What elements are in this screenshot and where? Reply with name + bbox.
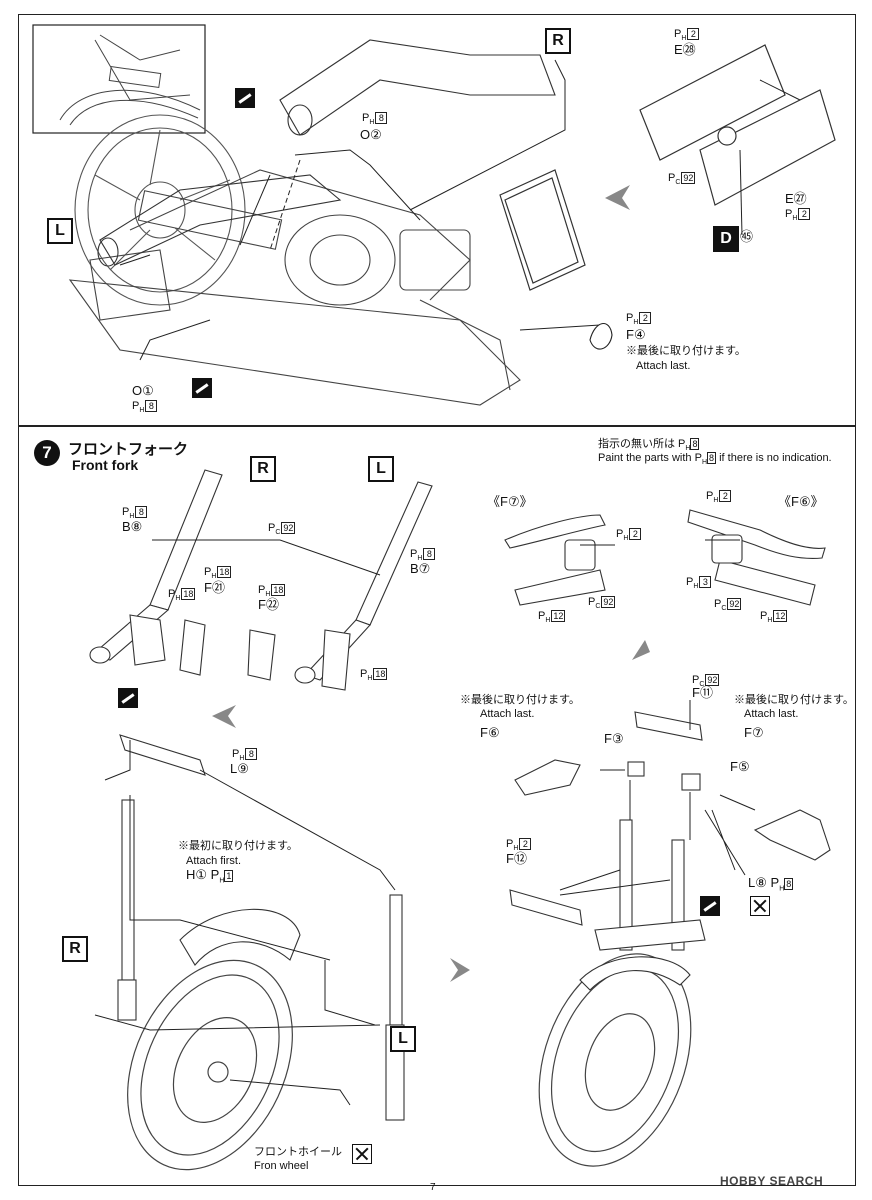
no-paint-icon bbox=[352, 1144, 372, 1164]
lever-f6 bbox=[687, 509, 826, 606]
part-label: O① bbox=[132, 383, 154, 398]
step-title-jp: フロントフォーク bbox=[68, 441, 189, 458]
front-wheel bbox=[127, 959, 293, 1171]
right-side-tag: R bbox=[545, 28, 571, 54]
lower-bracket bbox=[119, 734, 206, 776]
wheel-label-en: Fron wheel bbox=[254, 1160, 309, 1172]
direction-arrow bbox=[212, 705, 236, 728]
top-assembly-panel bbox=[18, 14, 856, 426]
lever-f7 bbox=[504, 514, 606, 606]
left-side-tag: L bbox=[390, 1026, 416, 1052]
part-label: F⑫ bbox=[506, 851, 527, 866]
part-label: L⑧ PH8 bbox=[748, 875, 794, 893]
radiator-cap bbox=[589, 323, 613, 350]
part-label: O② bbox=[360, 127, 382, 142]
no-paint-icon bbox=[750, 896, 770, 916]
fork-assembled-right bbox=[117, 799, 137, 1021]
radiator-center bbox=[499, 169, 586, 291]
part-label: F⑪ bbox=[692, 685, 713, 700]
step-title-en: Front fork bbox=[72, 457, 139, 473]
detail-inset bbox=[32, 24, 206, 134]
right-muffler bbox=[279, 39, 556, 136]
part-label: F③ bbox=[604, 731, 624, 746]
attach-note: Attach last. bbox=[480, 708, 535, 720]
attach-note: ※最後に取り付けます。 bbox=[734, 694, 854, 706]
cement-icon bbox=[235, 88, 255, 108]
fork-assembled-final bbox=[579, 819, 706, 991]
rear-wheel bbox=[74, 114, 246, 306]
part-label: B⑧ bbox=[122, 519, 143, 534]
watermark: HOBBY SEARCH bbox=[720, 1174, 824, 1188]
left-side-tag: L bbox=[368, 456, 394, 482]
cement-icon bbox=[192, 378, 212, 398]
part-label: F㉒ bbox=[258, 597, 279, 612]
page-number: 7 bbox=[430, 1182, 436, 1193]
part-label: F⑦ bbox=[744, 725, 764, 740]
attach-note: ※最後に取り付けます。 bbox=[460, 694, 580, 706]
left-side-tag: L bbox=[47, 218, 73, 244]
part-label: B⑦ bbox=[410, 561, 431, 576]
right-side-tag: R bbox=[62, 936, 88, 962]
cement-icon bbox=[118, 688, 138, 708]
direction-arrow bbox=[450, 958, 470, 982]
attach-note: Attach last. bbox=[636, 360, 691, 372]
part-label: F⑥ bbox=[480, 725, 500, 740]
attach-note: Attach first. bbox=[186, 855, 242, 867]
part-label: E㉘ bbox=[674, 42, 696, 57]
left-muffler bbox=[97, 174, 342, 267]
top-bridge bbox=[627, 711, 703, 791]
lever-title: 《F⑦》 bbox=[487, 494, 533, 509]
attach-note: ※最初に取り付けます。 bbox=[178, 840, 298, 852]
motorcycle-frame bbox=[68, 169, 521, 406]
direction-arrow bbox=[605, 185, 630, 210]
decal-tag: D bbox=[713, 226, 739, 252]
wheel-label-jp: フロントホイール bbox=[254, 1146, 342, 1158]
part-label: E㉗ bbox=[785, 191, 807, 206]
part-label: F㉑ bbox=[204, 580, 225, 595]
front-fender bbox=[179, 908, 301, 966]
fork-left-upper bbox=[294, 481, 433, 691]
step-number: 7 bbox=[34, 440, 60, 466]
part-label: L⑨ bbox=[230, 761, 249, 776]
cement-icon bbox=[700, 896, 720, 916]
decal-number: ㊺ bbox=[740, 229, 754, 244]
direction-arrow bbox=[632, 640, 650, 660]
front-fork-panel bbox=[18, 426, 856, 1186]
part-label: F④ bbox=[626, 327, 646, 342]
lever-title: 《F⑥》 bbox=[778, 494, 824, 509]
part-label: F⑤ bbox=[730, 759, 750, 774]
attach-note: Attach last. bbox=[744, 708, 799, 720]
part-label: H① PH1 bbox=[186, 867, 234, 885]
radiator-exploded bbox=[639, 44, 836, 206]
attach-note: ※最後に取り付けます。 bbox=[626, 345, 746, 357]
right-side-tag: R bbox=[250, 456, 276, 482]
